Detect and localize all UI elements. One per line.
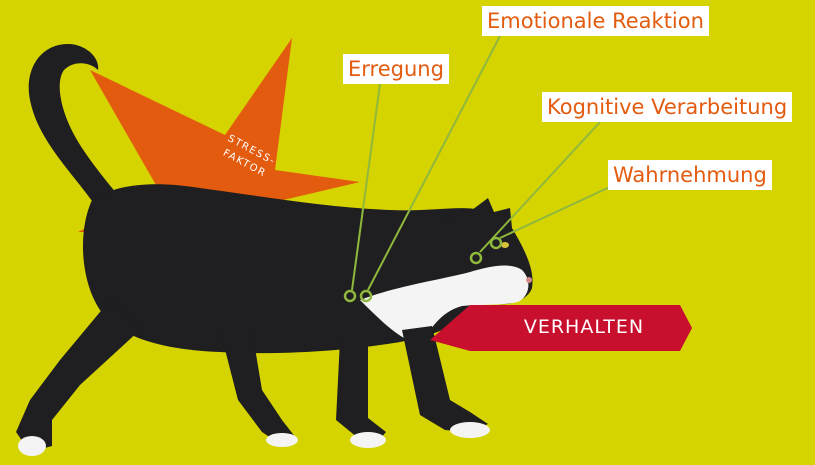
cat-paw [18,436,46,456]
behavior-label: VERHALTEN [494,314,674,340]
cat-nose [526,277,532,283]
cat-paw [350,432,386,448]
label-emotional-reaction: Emotionale Reaktion [482,6,709,36]
connector-cognition [480,122,600,252]
cat-paw [266,433,298,447]
label-cognitive-processing: Kognitive Verarbeitung [542,92,792,122]
label-arousal: Erregung [343,54,449,84]
cat-front-leg-left [336,340,386,444]
cat-paw [450,422,490,438]
label-perception: Wahrnehmung [608,160,772,190]
cat-tail [29,44,122,205]
cat-hind-leg-left [16,300,140,452]
cat-torso [83,184,495,353]
